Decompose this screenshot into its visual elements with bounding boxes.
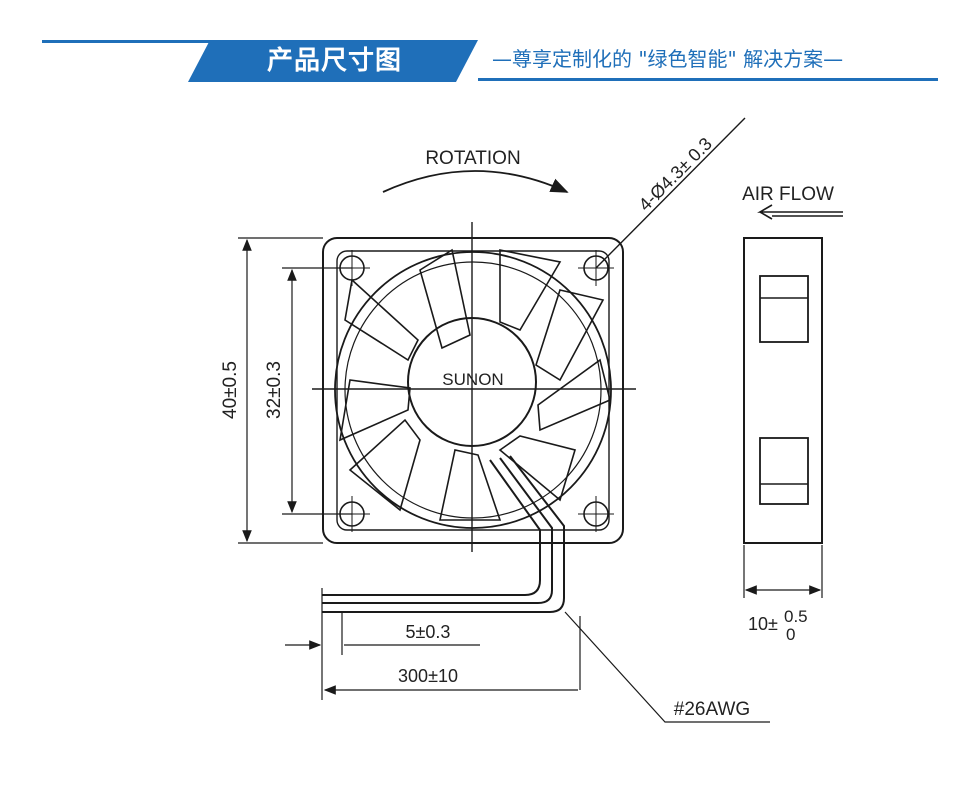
side-view-window-top <box>759 275 809 343</box>
strip-length-label: 5±0.3 <box>406 622 451 642</box>
airflow-arrow <box>757 204 843 220</box>
hole-pitch-label: 32±0.3 <box>264 361 285 419</box>
page-subtitle: —尊享定制化的 "绿色智能" 解决方案— <box>492 47 844 71</box>
header-rule-right <box>478 78 938 81</box>
side-view-window-bottom <box>759 437 809 505</box>
header-rule-left <box>42 40 252 43</box>
header-title-tab <box>188 40 478 82</box>
page-title: 产品尺寸图 <box>266 46 402 76</box>
lead-wires <box>322 455 565 613</box>
fan-frame-inner <box>336 250 610 531</box>
side-view-outline <box>743 237 823 544</box>
hole-pitch-dimension <box>282 267 352 515</box>
mounting-holes <box>339 255 609 527</box>
rotation-arrow <box>382 170 569 193</box>
thickness-label: 10± <box>748 614 778 634</box>
outer-dimension-label: 40±0.5 <box>220 361 241 419</box>
fan-blades <box>338 248 611 521</box>
rotation-label: ROTATION <box>425 148 520 169</box>
hole-size-label: 4-Ø4.3± 0.3 <box>635 134 716 215</box>
lead-length-label: 300±10 <box>398 666 458 686</box>
hole-callout-leader <box>595 117 746 269</box>
fan-frame-outline <box>322 237 624 544</box>
fan-venturi-circle <box>334 251 612 529</box>
wire-gauge-label: #26AWG <box>674 699 750 720</box>
outer-dimension <box>238 237 323 544</box>
fan-front-view <box>312 222 636 613</box>
thickness-tolerance-upper: 0.5 <box>784 607 808 626</box>
fan-side-view <box>743 237 823 598</box>
section-header: 产品尺寸图 —尊享定制化的 "绿色智能" 解决方案— <box>0 0 980 100</box>
wire-gauge-leader <box>564 611 770 723</box>
airflow-label: AIR FLOW <box>742 184 834 205</box>
brand-label: SUNON <box>442 370 503 389</box>
thickness-tolerance-lower: 0 <box>786 625 795 644</box>
fan-blade-circle <box>344 261 602 519</box>
